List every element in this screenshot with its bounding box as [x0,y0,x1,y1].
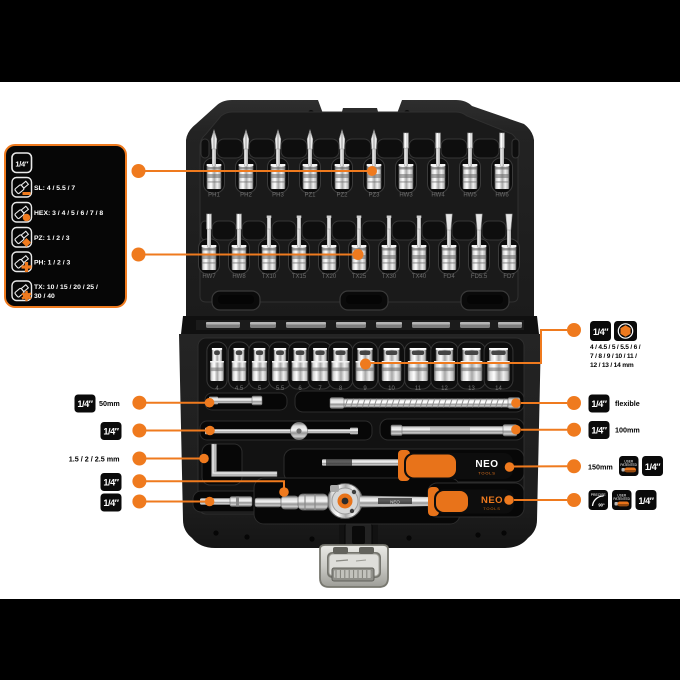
svg-text:HW7: HW7 [202,274,216,280]
svg-text:NEO: NEO [390,500,400,505]
svg-text:TX10: TX10 [262,274,277,280]
svg-text:9: 9 [363,386,367,392]
svg-text:PH2: PH2 [240,193,252,199]
svg-text:HW3: HW3 [399,193,413,199]
svg-text:7: 7 [318,386,322,392]
svg-text:50mm: 50mm [99,399,120,408]
svg-text:HEX: 3 / 4 / 5 / 6 / 7 / 8: HEX: 3 / 4 / 5 / 6 / 7 / 8 [34,210,103,217]
svg-text:PRECISE: PRECISE [591,493,607,497]
svg-text:PH3: PH3 [272,193,284,199]
svg-text:1/4″: 1/4″ [593,327,609,337]
svg-text:1.5 / 2 / 2.5 mm: 1.5 / 2 / 2.5 mm [69,455,120,464]
svg-text:10: 10 [388,386,395,392]
svg-text:FD4: FD4 [443,274,455,280]
svg-text:USER: USER [617,494,627,498]
svg-text:TX25: TX25 [352,274,367,280]
svg-text:PZ2: PZ2 [336,193,348,199]
svg-text:HW6: HW6 [495,193,509,199]
svg-text:1/4″: 1/4″ [77,399,93,409]
svg-text:USER: USER [624,460,634,464]
svg-text:1/4″: 1/4″ [103,477,119,487]
svg-text:HW4: HW4 [431,193,445,199]
svg-text:13: 13 [468,386,475,392]
svg-text:PATENTED: PATENTED [613,497,630,501]
svg-text:FD7: FD7 [503,274,515,280]
svg-text:PZ1: PZ1 [304,193,316,199]
svg-text:flexible: flexible [615,399,640,408]
svg-text:TOOLS: TOOLS [483,506,501,511]
svg-text:TX20: TX20 [322,274,337,280]
svg-text:HW8: HW8 [232,274,246,280]
svg-text:TX: 10 / 15 / 20 / 25 /: TX: 10 / 15 / 20 / 25 / [34,284,98,291]
svg-text:NEO: NEO [475,459,498,470]
svg-text:TX40: TX40 [412,274,427,280]
svg-text:TX15: TX15 [292,274,307,280]
svg-text:100mm: 100mm [615,426,640,435]
svg-text:150mm: 150mm [588,463,613,472]
svg-text:90°: 90° [598,503,605,508]
svg-text:14: 14 [495,386,502,392]
svg-text:4.5: 4.5 [235,386,244,392]
svg-text:PH1: PH1 [208,193,220,199]
svg-text:4 / 4.5 / 5 / 5.5 / 6 /: 4 / 4.5 / 5 / 5.5 / 6 / [590,344,641,351]
svg-text:12: 12 [441,386,448,392]
svg-text:NEO: NEO [481,495,503,506]
svg-text:30 / 40: 30 / 40 [34,293,55,300]
svg-text:HW5: HW5 [463,193,477,199]
svg-text:1/4″: 1/4″ [591,425,607,435]
svg-text:1/4″: 1/4″ [103,498,119,508]
svg-text:6: 6 [298,386,302,392]
svg-text:5.5: 5.5 [276,386,285,392]
svg-text:PH: 1 / 2 / 3: PH: 1 / 2 / 3 [34,260,70,267]
svg-text:4: 4 [215,386,219,392]
svg-text:PATENTED: PATENTED [620,463,637,467]
svg-text:PZ3: PZ3 [368,193,380,199]
svg-text:1/4″: 1/4″ [591,399,607,409]
svg-text:8: 8 [339,386,343,392]
svg-text:1/4″: 1/4″ [15,160,29,169]
svg-text:7 / 8 / 9 / 10 / 11 /: 7 / 8 / 9 / 10 / 11 / [590,353,637,360]
svg-text:1/4″: 1/4″ [645,462,661,472]
svg-text:TOOLS: TOOLS [478,471,496,476]
svg-text:12 / 13 / 14 mm: 12 / 13 / 14 mm [590,362,634,369]
svg-text:1/4″: 1/4″ [103,426,119,436]
svg-text:FD5.5: FD5.5 [471,274,488,280]
svg-text:PZ: 1 / 2 / 3: PZ: 1 / 2 / 3 [34,235,70,242]
svg-text:1/4″: 1/4″ [638,496,654,506]
svg-text:SL: 4 / 5.5 / 7: SL: 4 / 5.5 / 7 [34,185,75,192]
svg-text:TX30: TX30 [382,274,397,280]
svg-text:5: 5 [258,386,262,392]
svg-text:11: 11 [415,386,422,392]
